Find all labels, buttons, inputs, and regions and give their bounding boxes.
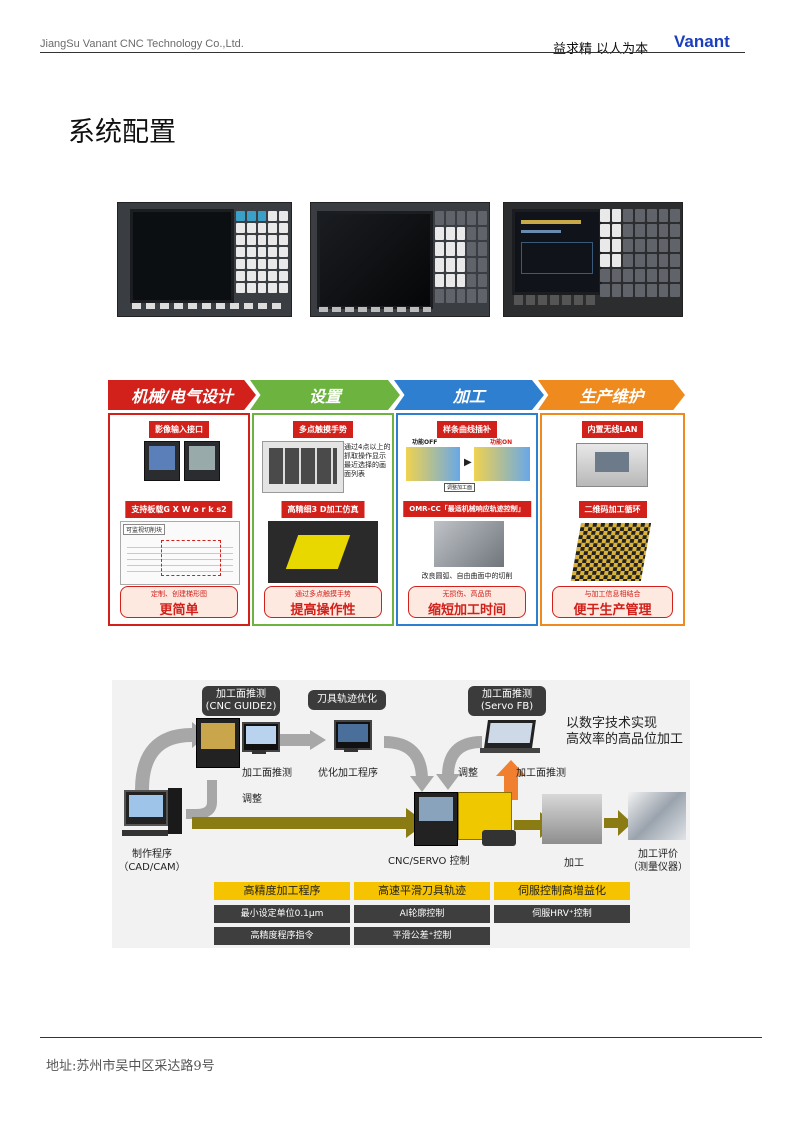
footer-divider (40, 1037, 762, 1038)
callout-tool-path: 刀具轨迹优化 (308, 690, 386, 710)
yellow-box-servo: 伺服控制高增益化 (494, 882, 630, 900)
dark-box-unit: 最小设定单位0.1μm (214, 905, 350, 923)
label-surface-estimate-2: 加工面推测 (516, 768, 566, 779)
label-on: 功能ON (490, 439, 513, 446)
machine-image (576, 443, 648, 487)
spline-on-image (474, 447, 530, 481)
headline: 以数字技术实现 高效率的高品位加工 (566, 716, 684, 747)
adjust-button-label: 调整加工面 (444, 483, 476, 492)
dark-box-smooth-tolerance: 平滑公差⁺控制 (354, 927, 490, 945)
workpiece-image (628, 792, 686, 840)
touch-screenshot (262, 441, 344, 493)
arrow-right-icon: ▶ (464, 457, 472, 468)
spline-off-image (406, 447, 460, 481)
ladder-screenshot: 可监视切削块 (120, 521, 240, 585)
machine-tool-icon (542, 794, 602, 844)
cad-monitor-icon (124, 790, 168, 826)
header-setup: 设置 (250, 380, 400, 410)
label-adjust-2: 调整 (458, 768, 478, 779)
label-video-input: 影像输入接口 (149, 421, 209, 438)
qr-code-image (570, 523, 652, 581)
note-curve: 改良圆弧、自由曲面中的切削 (421, 572, 513, 580)
laptop-icon (484, 720, 536, 748)
cnc-control-icon (414, 792, 458, 846)
footer-address: 地址:苏州市吴中区采达路9号 (46, 1059, 215, 1074)
label-adjust-1: 调整 (242, 794, 262, 805)
label-3d-sim: 高精细3 D加工仿真 (281, 501, 365, 518)
slogan: 益求精 以人为本 (553, 42, 649, 57)
workflow-infographic: 机械/电气设计 设置 加工 生产维护 影像输入接口 支持板载G X W o r … (108, 380, 685, 626)
benefit-pill: 与加工信息相结合 便于生产管理 (552, 586, 673, 618)
cnc-guide-panel-icon (196, 718, 240, 768)
label-wireless-lan: 内置无线LAN (581, 421, 644, 438)
header-design: 机械/电气设计 (108, 380, 256, 410)
panel-thumbnail (184, 441, 220, 481)
label-surface-estimate-1: 加工面推测 (242, 768, 292, 779)
yellow-box-toolpath: 高速平滑刀具轨迹 (354, 882, 490, 900)
label-gxworks: 支持板载G X W o r k s2 (125, 501, 233, 518)
label-make-program: 制作程序 （CAD/CAM） (118, 849, 186, 873)
benefit-pill: 通过多点触摸手势 提高操作性 (264, 586, 382, 618)
label-spline: 样条曲线插补 (437, 421, 497, 438)
header-divider (40, 52, 745, 53)
dark-box-precision-command: 高精度程序指令 (214, 927, 350, 945)
callout-servo-fb: 加工面推测 (Servo FB) (468, 686, 546, 716)
label-off: 功能OFF (412, 439, 438, 446)
note-monitor: 可监视切削块 (123, 524, 166, 535)
machined-part-image (434, 521, 504, 567)
label-multitouch: 多点触摸手势 (293, 421, 353, 438)
pc-tower-icon (168, 788, 182, 834)
dark-box-hrv: 伺服HRV⁺控制 (494, 905, 630, 923)
benefit-pill: 定制、创建梯形图 更简单 (120, 586, 238, 618)
benefit-pill: 无损伤、高品质 缩短加工时间 (408, 586, 526, 618)
label-omr-cc: OMR-CC「最适机械响应轨迹控制」 (403, 501, 531, 517)
simulation-image (268, 521, 378, 583)
dark-box-ai-contour: AI轮廓控制 (354, 905, 490, 923)
label-evaluation: 加工评价 （测量仪器） (628, 849, 688, 873)
header-maintenance: 生产维护 (538, 380, 685, 410)
panel-thumbnail (144, 441, 180, 481)
cnc-panel-image-1 (117, 202, 292, 317)
cnc-panel-image-2 (310, 202, 490, 317)
label-machining: 加工 (564, 858, 584, 869)
cnc-panel-image-3 (503, 202, 683, 317)
label-optimize-program: 优化加工程序 (318, 768, 378, 779)
yellow-box-program: 高精度加工程序 (214, 882, 350, 900)
brand-logo: Vanant (674, 32, 730, 51)
monitor-icon (334, 720, 372, 750)
column-maintenance: 内置无线LAN 二维码加工循环 与加工信息相结合 便于生产管理 (540, 413, 685, 626)
monitor-icon (242, 722, 280, 752)
label-qr-cycle: 二维码加工循环 (578, 501, 647, 518)
column-design: 影像输入接口 支持板载G X W o r k s2 可监视切削块 定制、创建梯形… (108, 413, 250, 626)
servo-motor-icon (482, 830, 516, 846)
column-machining: 样条曲线插补 功能OFF 功能ON ▶ 调整加工面 OMR-CC「最适机械响应轨… (396, 413, 538, 626)
note-gesture: 通过4点以上的抓取操作显示最近选择的画面列表 (344, 443, 391, 478)
callout-cnc-guide: 加工面推测 (CNC GUIDE2) (202, 686, 280, 716)
company-name: JiangSu Vanant CNC Technology Co.,Ltd. (40, 38, 244, 50)
header-machining: 加工 (394, 380, 544, 410)
digital-machining-diagram: 加工面推测 (CNC GUIDE2) 刀具轨迹优化 加工面推测 (Servo F… (112, 680, 690, 948)
page-title: 系统配置 (68, 117, 176, 148)
column-setup: 多点触摸手势 通过4点以上的抓取操作显示最近选择的画面列表 高精细3 D加工仿真… (252, 413, 394, 626)
label-cnc-servo: CNC/SERVO 控制 (388, 856, 470, 867)
